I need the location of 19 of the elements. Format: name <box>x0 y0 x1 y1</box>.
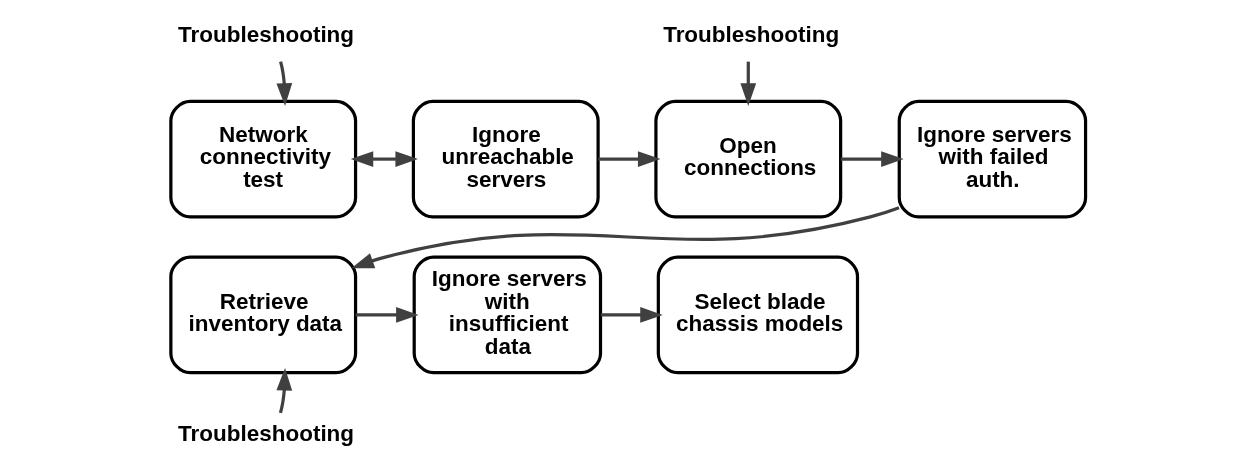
arrow <box>739 61 756 106</box>
arrow <box>840 151 904 167</box>
node-box: Network connectivity test <box>168 99 357 219</box>
node-box: Open connections <box>653 99 842 219</box>
arrow <box>355 307 419 323</box>
node-box: Ignore servers with failed auth. <box>897 99 1087 219</box>
arrow <box>275 367 292 414</box>
node-box: Ignore servers with insufficient data <box>412 255 602 375</box>
node-box: Select blade chassis models <box>656 255 859 375</box>
arrow <box>600 307 663 323</box>
arrow <box>597 151 660 167</box>
arrow <box>350 151 418 167</box>
node-box: Ignore unreachable servers <box>411 99 600 219</box>
arrow <box>275 61 292 106</box>
arrow <box>350 206 900 269</box>
node-text: Troubleshooting <box>177 420 354 446</box>
node-text: Troubleshooting <box>662 22 839 48</box>
node-text: Troubleshooting <box>177 22 354 48</box>
node-box: Retrieve inventory data <box>168 255 357 375</box>
